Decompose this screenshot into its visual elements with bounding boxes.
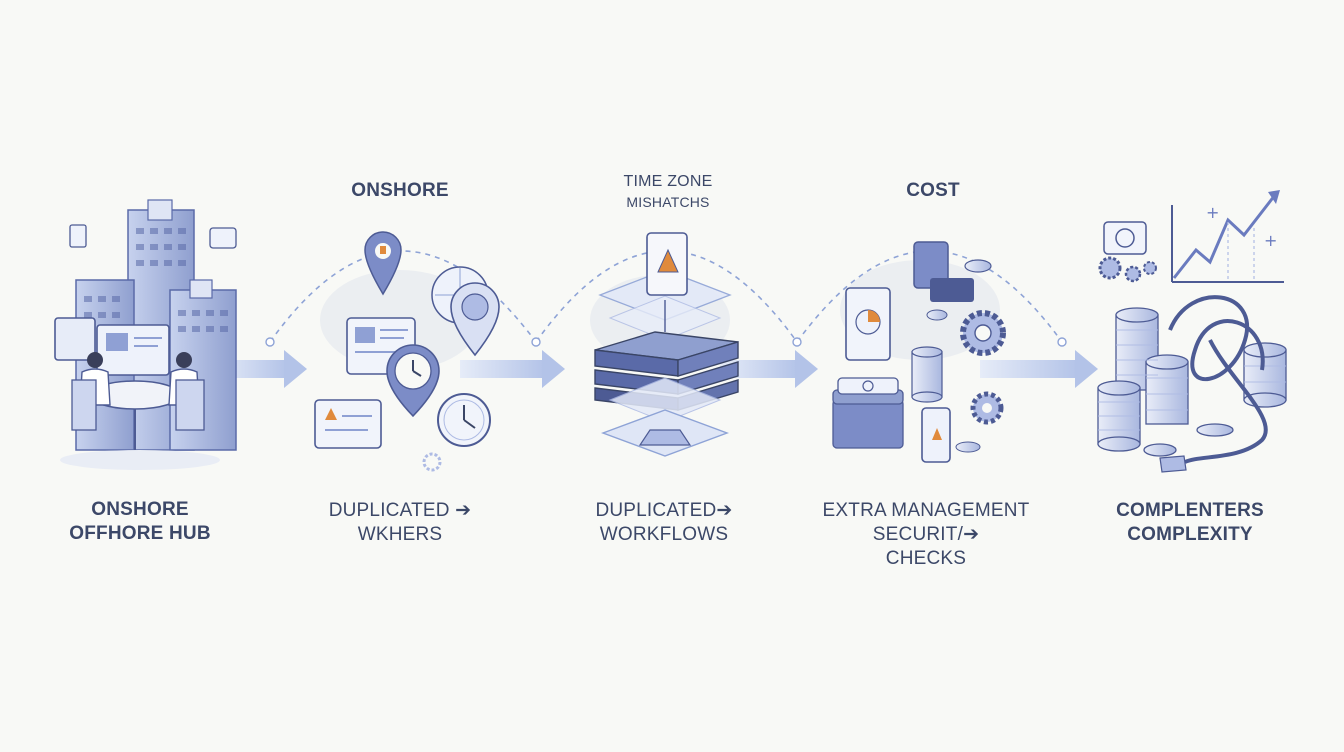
arc-1 — [269, 250, 537, 343]
stage-2-label: DUPLICATED ➔ WKHERS — [300, 499, 500, 547]
arrow-3 — [720, 350, 818, 388]
svg-text:+: + — [1264, 231, 1277, 250]
stage-1-line-1: ONSHORE — [91, 499, 189, 520]
arc-3 — [796, 250, 1063, 343]
stage-5-label: COMPLENTERS COMPLEXITY — [1090, 499, 1290, 547]
stage-4-label: EXTRA MANAGEMENT SECURIT/➔ CHECKS — [800, 499, 1052, 571]
stage-5-line-2: COMPLEXITY — [1127, 524, 1253, 545]
stage-2-line-1: DUPLICATED ➔ — [328, 500, 472, 521]
layered-stack-icon — [594, 232, 739, 457]
stage-5-line-1: COMPLENTERS — [1116, 500, 1264, 521]
stage-3-line-2: WORKFLOWS — [599, 524, 729, 545]
stage-1-label: ONSHORE OFFHORE HUB — [40, 498, 240, 546]
stage-4-top-label: COST — [906, 180, 960, 201]
stage-2-line-2: WKHERS — [357, 524, 443, 545]
stage-3-top-line-2: MISHATCHS — [626, 194, 710, 210]
stage-2-top-label: ONSHORE — [351, 180, 449, 201]
svg-text:+: + — [1206, 203, 1219, 222]
stage-3-top-line-1: TIME ZONE — [623, 173, 713, 190]
arrow-2 — [460, 350, 565, 388]
stage-3-top-label: TIME ZONE MISHATCHS — [568, 172, 768, 212]
stage-1-line-2: OFFHORE HUB — [69, 523, 211, 544]
flow-arrows — [215, 350, 1098, 388]
cost-coins-gear-icon — [832, 241, 1006, 463]
stage-3-label: DUPLICATED➔ WORKFLOWS — [564, 499, 764, 547]
stage-3-line-1: DUPLICATED➔ — [595, 500, 733, 521]
arrow-4 — [980, 350, 1098, 388]
office-team-icon — [54, 199, 237, 470]
arc-endpoints — [265, 337, 1067, 347]
stage-4-line-1: EXTRA MANAGEMENT — [822, 500, 1030, 521]
stage-4-line-3: CHECKS — [885, 548, 967, 569]
coins-cable-chart-icon: + + — [1097, 190, 1287, 473]
stage-4-line-2: SECURIT/➔ — [872, 524, 980, 545]
location-clock-icon — [314, 231, 500, 472]
